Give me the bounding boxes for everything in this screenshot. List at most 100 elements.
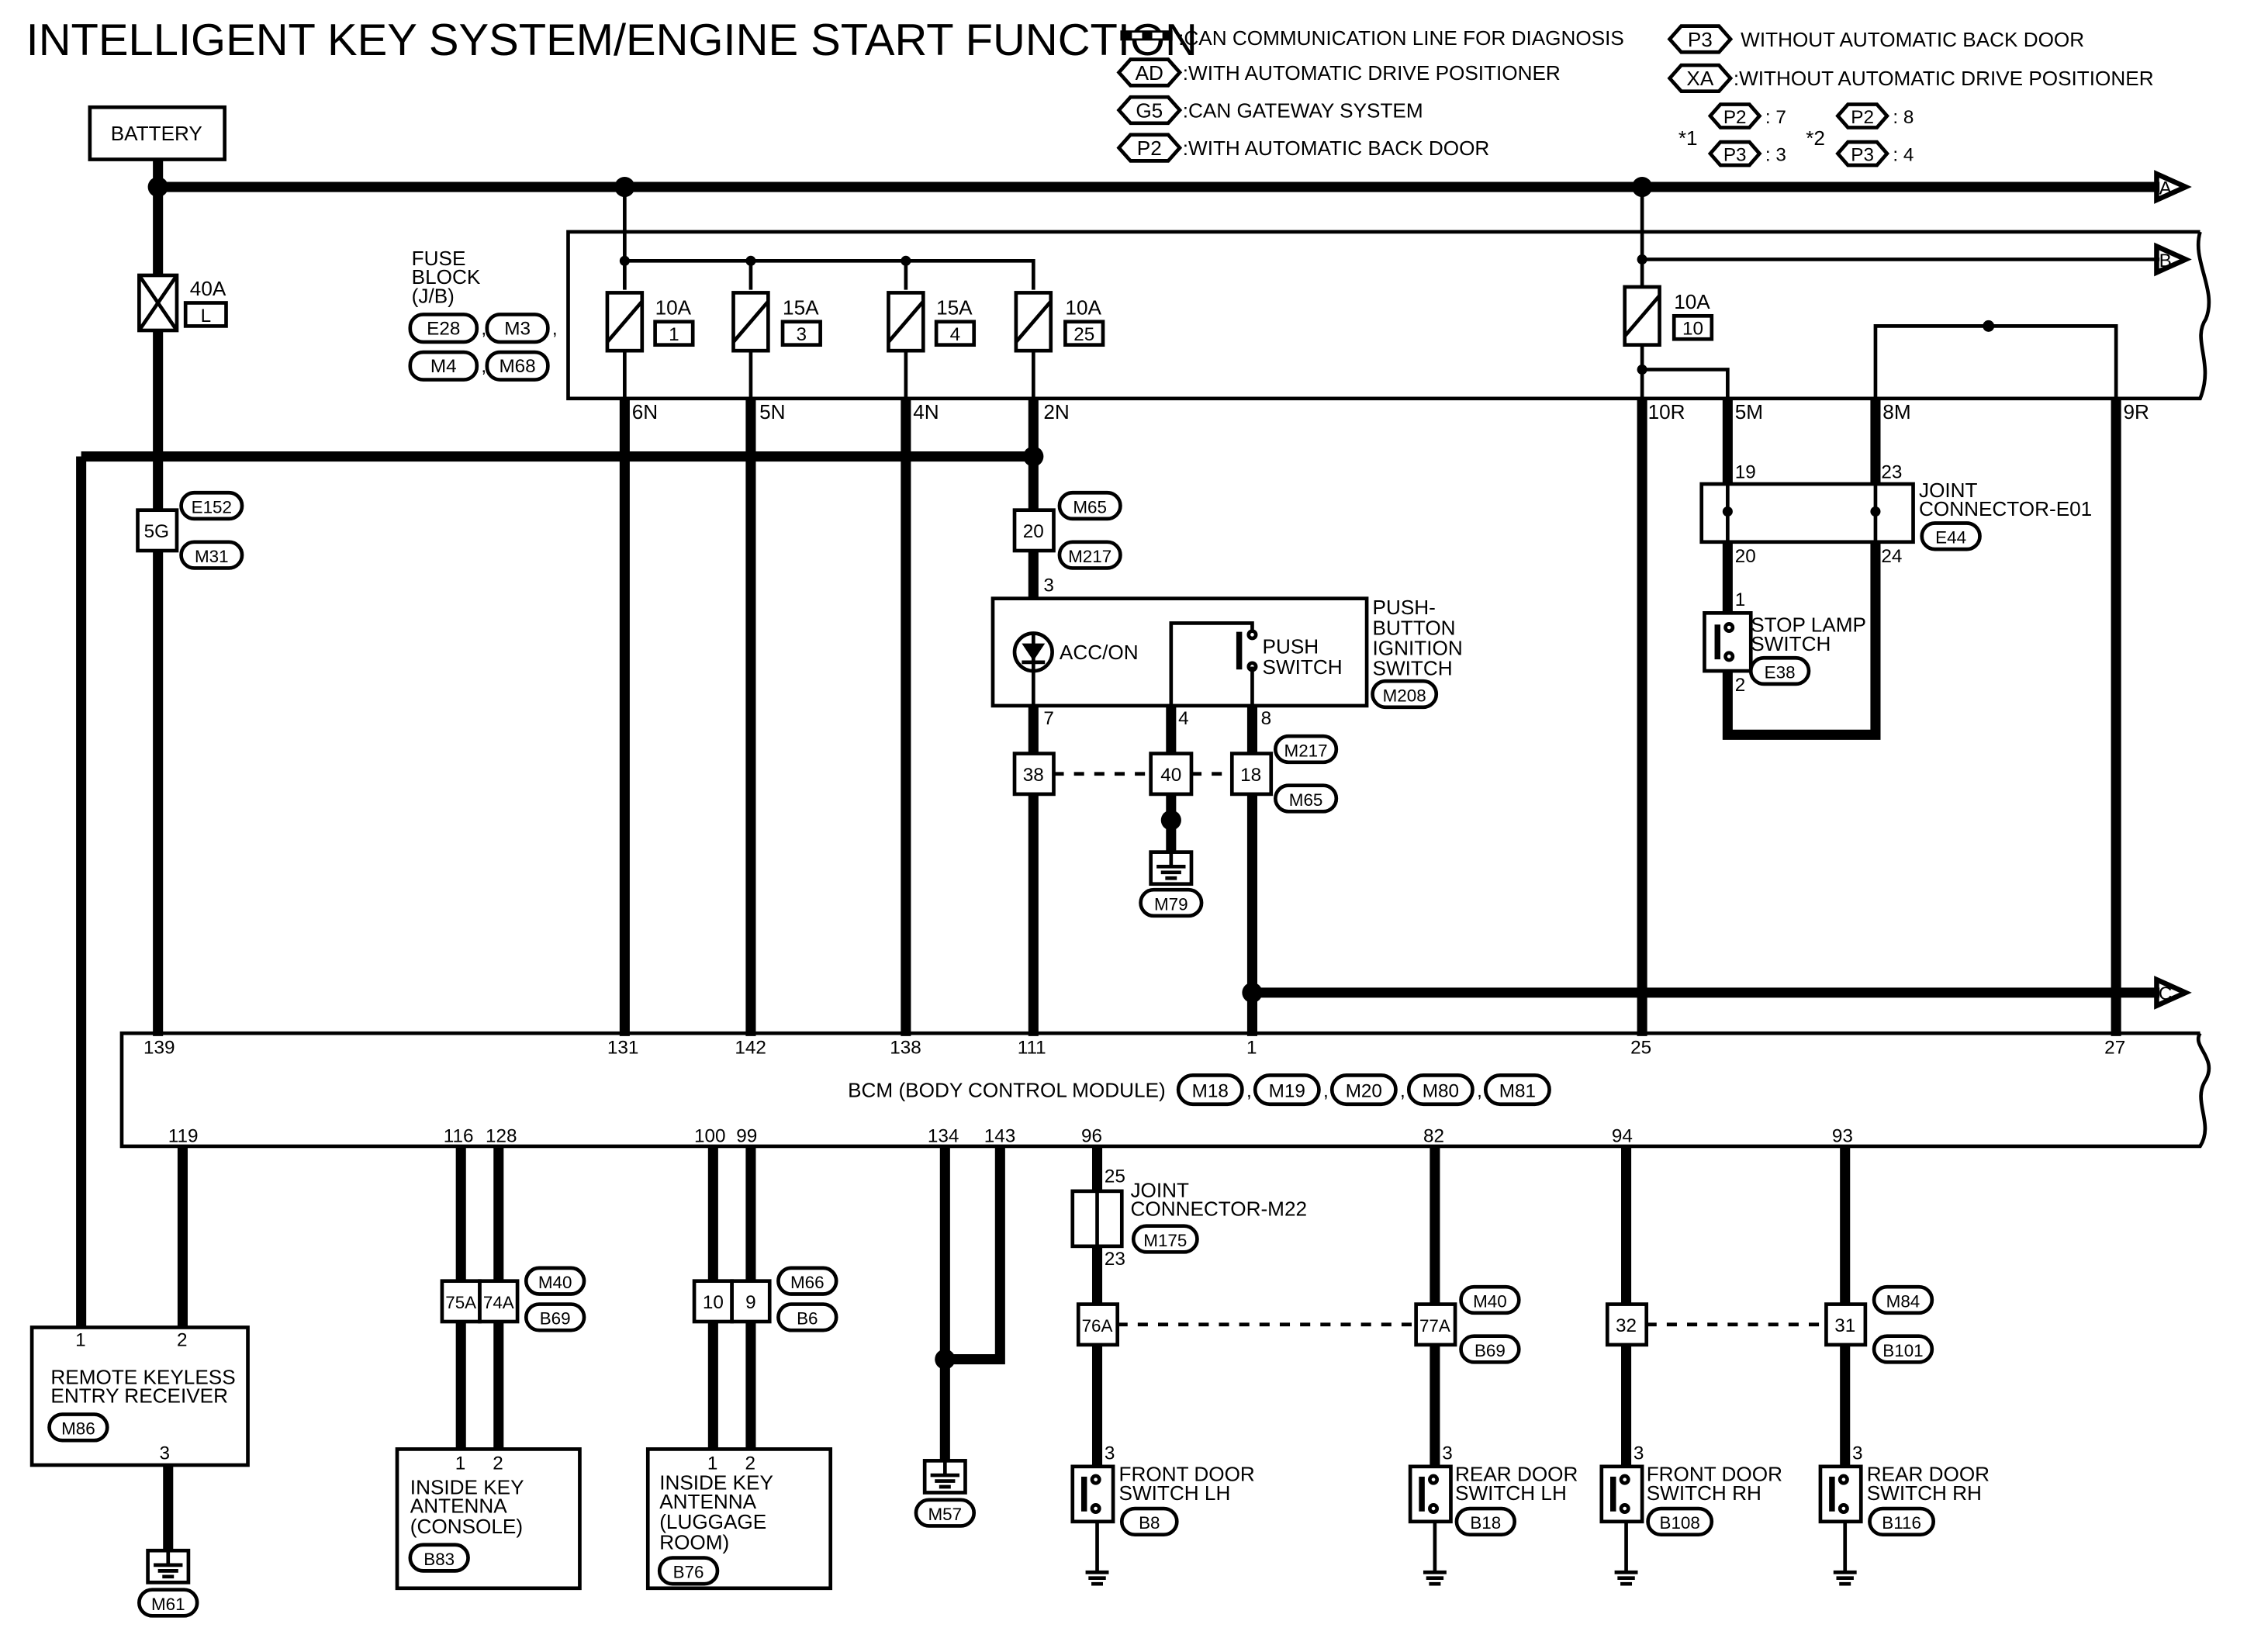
legend-g5-text: :CAN GATEWAY SYSTEM — [1183, 98, 1423, 122]
door-switch-label: FRONT DOOR — [1119, 1463, 1255, 1486]
connector-tag-label: B76 — [673, 1563, 704, 1582]
acc-on-diode-icon — [1012, 631, 1054, 673]
connector-pin-label: 31 — [1834, 1315, 1855, 1336]
door-switch-pin-label: 3 — [1852, 1443, 1863, 1464]
connector-74a — [478, 1279, 520, 1324]
legend: :CAN COMMUNICATION LINE FOR DIAGNOSIS AD… — [1116, 24, 2154, 168]
junction-dot — [745, 255, 756, 266]
svg-text:100: 100 — [694, 1125, 726, 1146]
antenna-label: INSIDE KEY — [659, 1471, 773, 1495]
connector-tag-label: E44 — [1935, 528, 1966, 548]
bcm-box — [119, 1031, 2211, 1149]
connector-pin-label: 32 — [1616, 1315, 1637, 1336]
connector-9 — [730, 1279, 772, 1324]
note1-b-tag: P3 — [1723, 144, 1747, 165]
door-switch-label: SWITCH RH — [1867, 1481, 1982, 1505]
antenna-pin-label: 1 — [455, 1453, 466, 1474]
fuse-terminal-label: 8M — [1882, 400, 1910, 423]
junction-dot — [1983, 320, 1995, 332]
note2-a-tag: P2 — [1851, 107, 1874, 128]
bcm-top-pin-labels: 139 131 142 138 111 1 25 27 — [143, 1037, 2125, 1058]
fuse-block-conn-label: M68 — [499, 356, 535, 377]
connector-76a — [1076, 1302, 1120, 1347]
fuse-block-conn-e28 — [408, 313, 479, 344]
connector-10 — [692, 1279, 734, 1324]
connector-pin-label: 18 — [1240, 765, 1261, 786]
connector-tag — [408, 1543, 470, 1573]
connector-tag-label: E152 — [192, 497, 232, 517]
comma: , — [481, 319, 486, 340]
diagram-title: INTELLIGENT KEY SYSTEM/ENGINE START FUNC… — [26, 16, 1198, 65]
joint-pin-label: 25 — [1105, 1166, 1125, 1187]
svg-text:27: 27 — [2104, 1037, 2125, 1058]
connector-pin-label: 10 — [703, 1292, 724, 1313]
antenna-pin-label: 2 — [745, 1453, 755, 1474]
connector-tag — [524, 1266, 586, 1296]
connector-tag-label: M66 — [790, 1273, 825, 1292]
fuse-block-conn-m3 — [485, 313, 550, 344]
connector-tag-label: B69 — [1474, 1341, 1506, 1360]
joint-e01-label: JOINT — [1919, 479, 1978, 502]
connector-40 — [1149, 752, 1194, 797]
battery-label: BATTERY — [111, 122, 202, 145]
legend-p2-tag: P2 — [1137, 137, 1162, 160]
switch-pin-label: 4 — [1178, 708, 1189, 729]
offpage-arrow-c — [2154, 975, 2192, 1010]
rke-pin-label: 3 — [160, 1443, 171, 1464]
legend-ad-text: :WITH AUTOMATIC DRIVE POSITIONER — [1183, 61, 1561, 85]
comma: , — [552, 319, 558, 340]
connector-tag — [179, 490, 244, 521]
bcm-connector-tags: M18 , M19 , M20 , M80 , M81 — [1176, 1073, 1551, 1107]
fuse-internal-bus-drops — [623, 261, 908, 290]
connector-tag — [776, 1302, 838, 1332]
legend-g5-tag-shape — [1116, 95, 1183, 126]
stop-lamp-label: STOP LAMP — [1751, 613, 1866, 637]
svg-text:142: 142 — [735, 1037, 766, 1058]
connector-tag-label: B6 — [797, 1309, 818, 1329]
joint-pin-label: 24 — [1881, 546, 1902, 567]
stop-lamp-pin-label: 1 — [1735, 589, 1746, 610]
connector-tag-label: M65 — [1289, 790, 1323, 810]
fuse-10: 10A 10 — [1623, 187, 1714, 399]
junction-dot — [1160, 810, 1181, 831]
fuse-3: 15A 3 — [731, 291, 822, 399]
rke-label: ENTRY RECEIVER — [50, 1384, 228, 1408]
fuse-block-outline — [566, 230, 2211, 401]
front-door-switch-lh: 3 FRONT DOOR SWITCH LH B8 — [1070, 1443, 1255, 1586]
fuse-block-conn-label: M4 — [430, 356, 457, 377]
svg-text:93: 93 — [1832, 1125, 1853, 1146]
offpage-label-a: A — [2159, 178, 2173, 199]
svg-text:M18: M18 — [1192, 1080, 1229, 1101]
fuse-terminal-label: 6N — [632, 400, 658, 423]
offpage-arrow-b — [2154, 242, 2192, 277]
fuse-block-label-3: (J/B) — [412, 285, 455, 308]
connector-tag-label: M65 — [1073, 497, 1107, 517]
note1-b-val: : 3 — [1765, 144, 1786, 165]
antenna-label: (CONSOLE) — [410, 1515, 523, 1538]
note1-a-val: : 7 — [1765, 107, 1786, 128]
note2-b-tag-shape — [1835, 140, 1890, 168]
svg-text:128: 128 — [486, 1125, 517, 1146]
connector-tag-label: M217 — [1284, 741, 1328, 760]
switch-pin-label: 7 — [1043, 708, 1054, 729]
junction-dot — [901, 255, 911, 266]
connector-tag — [1748, 655, 1811, 686]
door-switch-label: SWITCH LH — [1119, 1481, 1231, 1505]
fuse-4: 15A 4 — [887, 291, 977, 399]
inside-key-antenna-luggage — [645, 1447, 833, 1591]
connector-tag — [524, 1302, 586, 1332]
legend-ad-tag-shape — [1116, 57, 1183, 88]
rke-pin-label: 1 — [75, 1330, 86, 1351]
svg-text:96: 96 — [1081, 1125, 1102, 1146]
fuse-rating: 10A — [1674, 290, 1710, 313]
fuse-block-conn-m68 — [485, 350, 550, 382]
svg-text:94: 94 — [1612, 1125, 1633, 1146]
svg-text:134: 134 — [928, 1125, 959, 1146]
fuse-rating: 10A — [655, 295, 692, 319]
fuse-25: 10A 25 — [1014, 291, 1105, 399]
push-switch-label: SWITCH — [1263, 655, 1343, 679]
joint-pin-label: 20 — [1735, 546, 1756, 567]
switch-pin-label: 3 — [1043, 575, 1054, 596]
connector-tag — [1872, 1334, 1934, 1364]
